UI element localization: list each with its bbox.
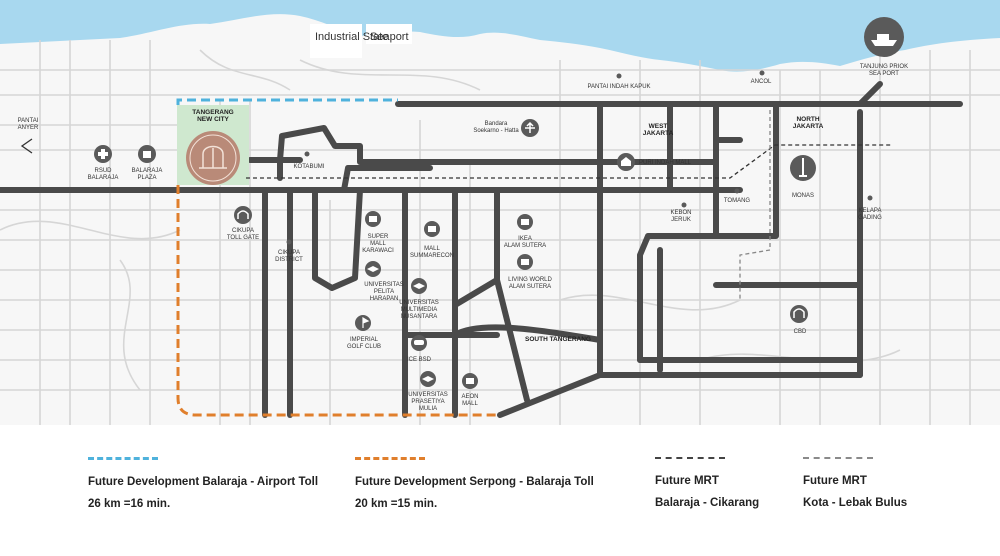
location-dot-kotabumi xyxy=(304,151,310,157)
legend-subtitle: Balaraja - Cikarang xyxy=(655,497,760,509)
place-label-ice-bsd: ICE BSD xyxy=(407,357,432,363)
location-dot-cikupa xyxy=(286,239,292,245)
location-dot-kelapa-gading xyxy=(867,195,873,201)
location-dot-ancol xyxy=(759,70,765,76)
legend-subtitle: Kota - Lebak Bulus xyxy=(803,497,908,509)
industrial-state-label: Industrial State xyxy=(315,31,388,43)
toll-gate-icon xyxy=(234,206,252,224)
building-icon-cbd xyxy=(790,305,808,323)
legend-line-mrt-balaraja xyxy=(655,457,725,459)
place-label-pantai-indah-kapuk: PANTAI INDAH KAPUK xyxy=(587,84,650,90)
legend-mrt-balaraja: Future MRT Balaraja - Cikarang xyxy=(655,457,759,509)
place-label-monas: MONAS xyxy=(792,193,814,199)
left-arrow-icon xyxy=(20,138,33,154)
seaport-label: Seaport xyxy=(370,31,409,43)
legend-serpong-toll: Future Development Serpong - Balaraja To… xyxy=(355,457,594,510)
legend-airport-toll: Future Development Balaraja - Airport To… xyxy=(88,457,318,510)
sea-area xyxy=(0,0,1000,72)
location-dot-pik xyxy=(616,73,622,79)
mrt-balaraja-line xyxy=(246,144,892,179)
place-label-puri-indah-mall: PURI INDAH MALL xyxy=(639,160,692,166)
legend-line-serpong xyxy=(355,457,425,460)
legend-line-airport xyxy=(88,457,158,460)
place-label-cbd: CBD xyxy=(794,329,807,335)
legend: Future Development Balaraja - Airport To… xyxy=(0,425,1000,556)
place-label-south-tangerang: SOUTH TANGERANG xyxy=(525,336,591,343)
mrt-kota-line xyxy=(739,110,771,300)
legend-title: Future MRT xyxy=(655,475,719,487)
place-label-tomang: TOMANG xyxy=(724,198,751,204)
airport-toll-line xyxy=(176,98,398,105)
serpong-toll-line xyxy=(176,185,498,417)
legend-line-mrt-kota xyxy=(803,457,873,459)
location-dot-tomang xyxy=(734,188,740,194)
legend-title: Future Development Serpong - Balaraja To… xyxy=(355,476,594,488)
place-label-ancol: ANCOL xyxy=(751,79,772,85)
place-label-kotabumi: KOTABUMI xyxy=(294,164,325,170)
legend-title: Future Development Balaraja - Airport To… xyxy=(88,476,319,488)
legend-mrt-kota: Future MRT Kota - Lebak Bulus xyxy=(803,457,907,509)
legend-subtitle: 20 km =15 min. xyxy=(355,498,438,510)
tangerang-new-city-logo xyxy=(186,131,240,185)
legend-title: Future MRT xyxy=(803,475,867,487)
legend-subtitle: 26 km =16 min. xyxy=(88,498,171,510)
location-dot-kebon-jeruk xyxy=(681,202,687,208)
main-roads xyxy=(0,81,963,418)
